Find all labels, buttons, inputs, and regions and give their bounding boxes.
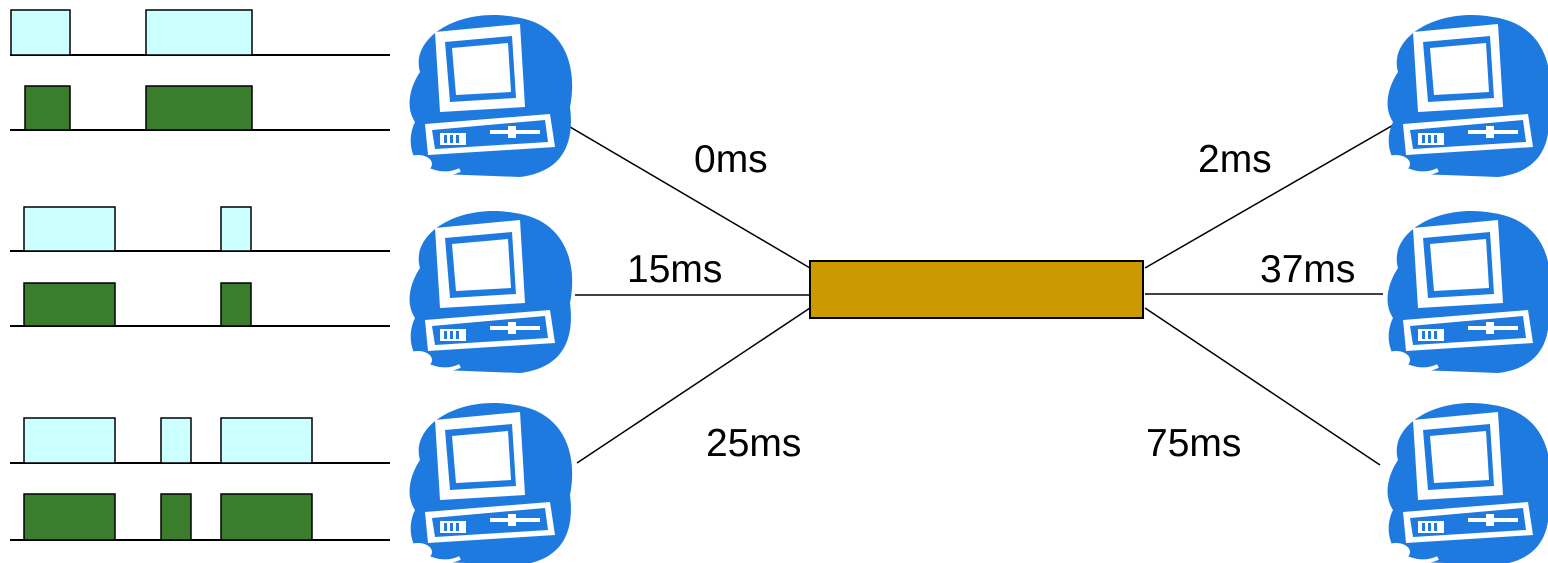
dark-block bbox=[24, 85, 71, 131]
link-left-bottom bbox=[576, 307, 811, 464]
latency-label-left-middle: 15ms bbox=[627, 248, 723, 291]
desktop-computer-icon bbox=[402, 401, 575, 563]
dark-block bbox=[160, 493, 192, 541]
dark-block bbox=[23, 282, 116, 327]
dark-block bbox=[220, 493, 313, 541]
link-right-top bbox=[1144, 123, 1396, 269]
light-block bbox=[10, 9, 71, 56]
desktop-computer-icon bbox=[1380, 13, 1548, 179]
dark-block bbox=[220, 282, 252, 327]
central-hub bbox=[809, 260, 1144, 319]
latency-label-right-bottom: 75ms bbox=[1146, 422, 1242, 465]
light-block bbox=[23, 206, 116, 252]
light-block bbox=[220, 206, 252, 252]
link-right-bottom bbox=[1144, 307, 1381, 466]
dark-block bbox=[23, 493, 116, 541]
latency-label-right-middle: 37ms bbox=[1260, 248, 1356, 291]
traffic-group-top bbox=[10, 9, 390, 131]
latency-label-right-top: 2ms bbox=[1198, 138, 1272, 181]
desktop-computer-icon bbox=[1380, 401, 1548, 563]
light-block bbox=[220, 417, 313, 464]
desktop-computer-icon bbox=[402, 13, 575, 179]
dark-block bbox=[145, 85, 253, 131]
light-block bbox=[160, 417, 192, 464]
traffic-group-middle bbox=[10, 206, 390, 327]
light-block bbox=[23, 417, 116, 464]
desktop-computer-icon bbox=[1380, 209, 1548, 375]
desktop-computer-icon bbox=[402, 209, 575, 375]
light-block bbox=[145, 9, 253, 56]
traffic-group-bottom bbox=[10, 417, 390, 541]
latency-label-left-top: 0ms bbox=[694, 138, 768, 181]
latency-label-left-bottom: 25ms bbox=[706, 422, 802, 465]
link-left-top bbox=[564, 123, 811, 269]
